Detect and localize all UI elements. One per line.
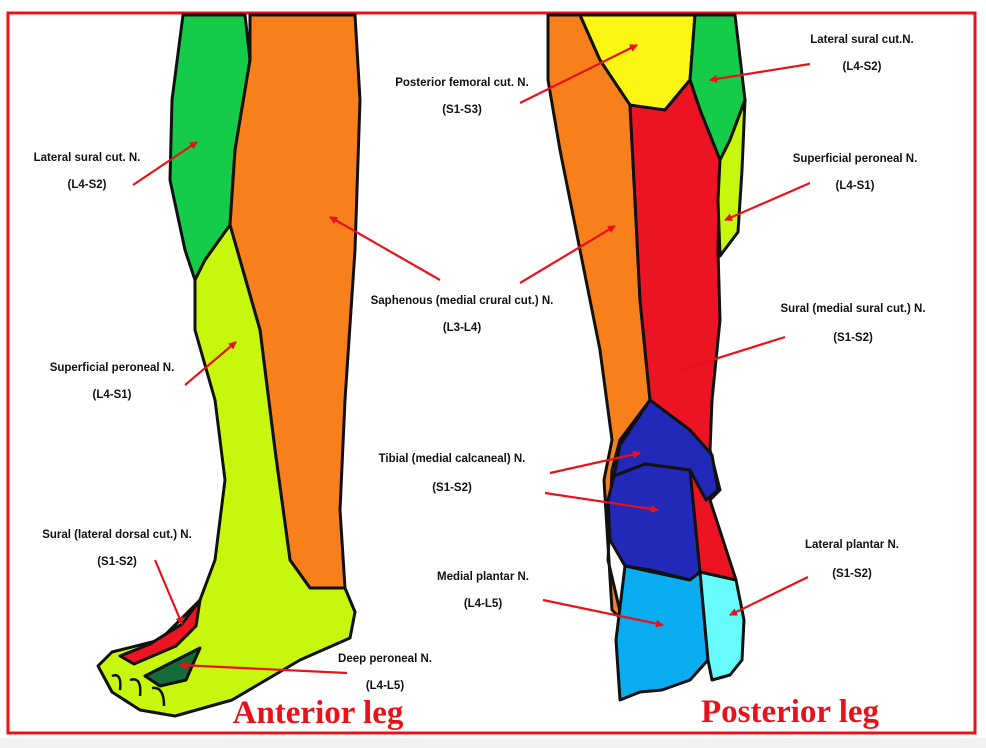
arrow-lateral-sural-posterior bbox=[709, 62, 811, 83]
label-root: (L4-L5) bbox=[366, 680, 405, 692]
region-sural-anterior bbox=[118, 598, 202, 666]
bottom-strip bbox=[0, 738, 986, 748]
label-root: (S1-S2) bbox=[832, 568, 872, 580]
label-name: Sural (medial sural cut.) N. bbox=[780, 303, 925, 315]
label-root: (L4-S1) bbox=[93, 389, 132, 401]
label-root: (L4-L5) bbox=[464, 598, 503, 610]
label-root: (S1-S3) bbox=[442, 104, 482, 116]
anterior-leg bbox=[96, 13, 362, 718]
arrow-tibial-upper bbox=[549, 450, 641, 475]
arrow-lateral-sural-anterior bbox=[132, 141, 198, 186]
label-name: Tibial (medial calcaneal) N. bbox=[379, 453, 526, 465]
frame bbox=[6, 11, 977, 735]
label-name: Lateral sural cut.N. bbox=[810, 34, 914, 46]
region-lateral-plantar bbox=[698, 570, 746, 682]
label-root: (L4-S1) bbox=[836, 180, 875, 192]
arrow-sural-anterior bbox=[153, 559, 184, 625]
region-superficial-peroneal-anterior bbox=[96, 223, 357, 718]
label-root: (L4-S2) bbox=[843, 61, 882, 73]
arrow-medial-plantar bbox=[542, 598, 664, 628]
label-name: Superficial peroneal N. bbox=[50, 362, 175, 374]
arrow-tibial-lower bbox=[544, 491, 659, 513]
label-name: Lateral sural cut. N. bbox=[34, 152, 141, 164]
label-name: Saphenous (medial crural cut.) N. bbox=[371, 295, 554, 307]
label-name: Superficial peroneal N. bbox=[793, 153, 918, 165]
label-name: Posterior femoral cut. N. bbox=[395, 77, 529, 89]
title-anterior-leg: Anterior leg bbox=[233, 695, 404, 731]
arrow-saphenous-posterior bbox=[519, 225, 616, 284]
label-name: Deep peroneal N. bbox=[338, 653, 432, 665]
label-root: (S1-S2) bbox=[432, 482, 472, 494]
pointer-arrows bbox=[132, 44, 811, 675]
region-tibial-lower bbox=[606, 462, 702, 582]
region-medial-plantar bbox=[614, 564, 710, 702]
label-root: (L4-S2) bbox=[68, 179, 107, 191]
toe-outlines bbox=[111, 674, 166, 707]
label-name: Lateral plantar N. bbox=[805, 539, 899, 551]
label-name: Sural (lateral dorsal cut.) N. bbox=[42, 529, 192, 541]
arrow-superficial-peroneal-anterior bbox=[184, 341, 237, 386]
labels: Lateral sural cut. N. (L4-S2) Superficia… bbox=[34, 34, 926, 731]
label-root: (S1-S2) bbox=[97, 556, 137, 568]
arrow-sural-posterior bbox=[679, 335, 786, 372]
title-posterior-leg: Posterior leg bbox=[701, 694, 880, 730]
arrow-lateral-plantar bbox=[729, 576, 809, 616]
region-tibial-upper bbox=[612, 398, 720, 502]
posterior-leg bbox=[546, 13, 747, 702]
label-root: (S1-S2) bbox=[833, 332, 873, 344]
arrow-posterior-femoral bbox=[519, 44, 638, 104]
label-name: Medial plantar N. bbox=[437, 571, 529, 583]
label-root: (L3-L4) bbox=[443, 322, 482, 334]
region-deep-peroneal bbox=[143, 646, 202, 688]
arrow-superficial-peroneal-posterior bbox=[724, 181, 811, 222]
arrow-deep-peroneal bbox=[179, 661, 348, 675]
arrow-saphenous-anterior bbox=[329, 216, 441, 281]
